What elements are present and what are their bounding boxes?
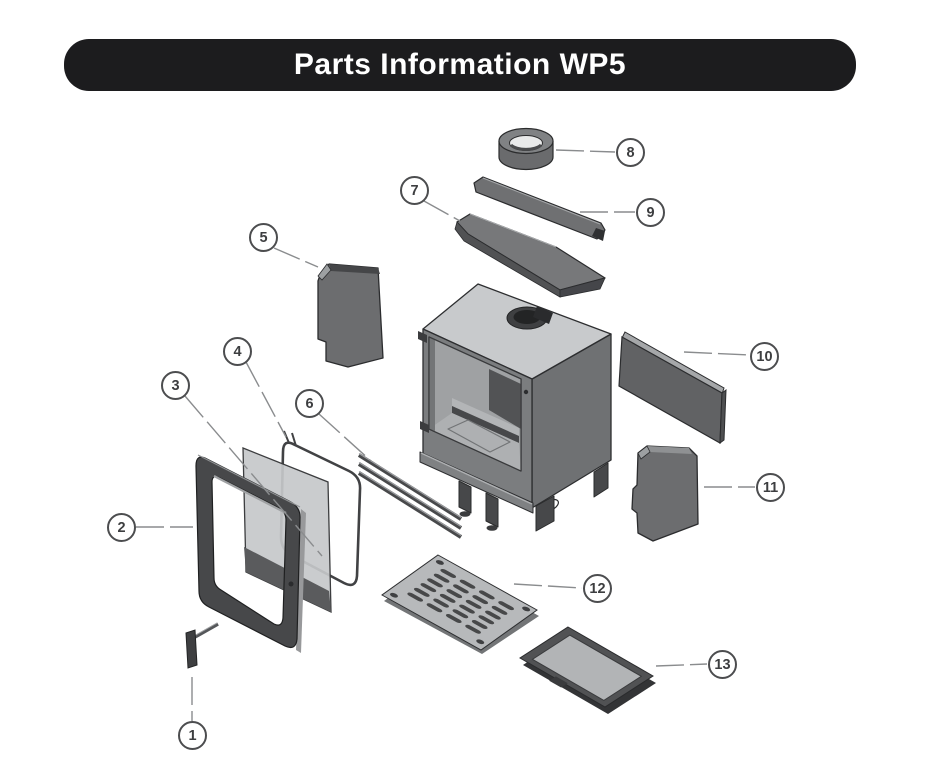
stove-body [418, 283, 612, 532]
baffle-plate [454, 213, 606, 298]
callout-3: 3 [161, 371, 190, 400]
callout-13: 13 [708, 650, 737, 679]
door-frame [195, 454, 306, 653]
log-retainer-bars [357, 453, 463, 539]
callout-5: 5 [249, 223, 278, 252]
flue-collar [498, 127, 554, 171]
callout-8: 8 [616, 138, 645, 167]
callout-11: 11 [756, 473, 785, 502]
side-brick-right [631, 445, 699, 542]
door-rope-seal [279, 430, 362, 587]
callout-4: 4 [223, 337, 252, 366]
fire-grate [382, 555, 539, 654]
callout-10: 10 [750, 342, 779, 371]
rear-brick [618, 331, 727, 445]
callout-6: 6 [295, 389, 324, 418]
callout-1: 1 [178, 721, 207, 750]
callout-12: 12 [583, 574, 612, 603]
callout-2: 2 [107, 513, 136, 542]
leader-lines [136, 149, 755, 721]
page-title: Parts Information WP5 [293, 48, 627, 81]
ash-pan [515, 627, 656, 714]
callout-7: 7 [400, 176, 429, 205]
handle-tool [185, 622, 219, 669]
callout-9: 9 [636, 198, 665, 227]
title-banner: Parts Information WP5 [64, 39, 856, 91]
top-baffle-plate [473, 176, 606, 241]
side-brick-left [317, 263, 384, 368]
